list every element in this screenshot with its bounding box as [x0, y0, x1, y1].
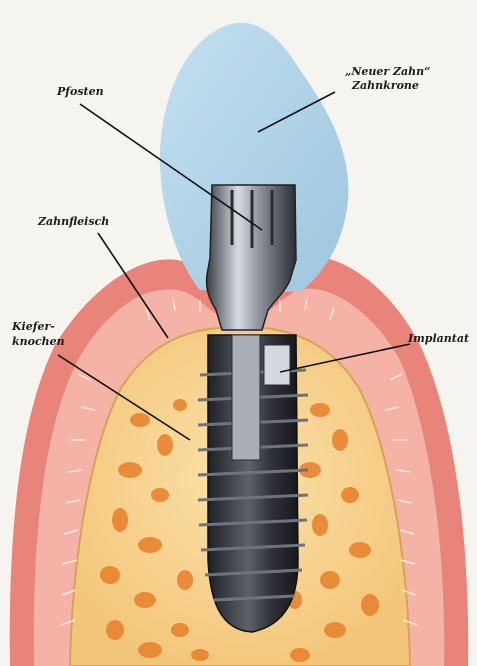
label-bone-line1: Kiefer-	[11, 320, 55, 333]
label-crown-line1: „Neuer Zahn“	[345, 65, 430, 78]
implant-inner-bore	[264, 345, 290, 385]
label-bone-line2: knochen	[12, 335, 65, 348]
label-crown-line2: Zahnkrone	[351, 79, 419, 92]
label-implant: Implantat	[407, 332, 469, 345]
label-gum: Zahnfleisch	[37, 215, 109, 228]
label-abutment: Pfosten	[56, 85, 104, 98]
abutment-screw	[232, 335, 260, 460]
